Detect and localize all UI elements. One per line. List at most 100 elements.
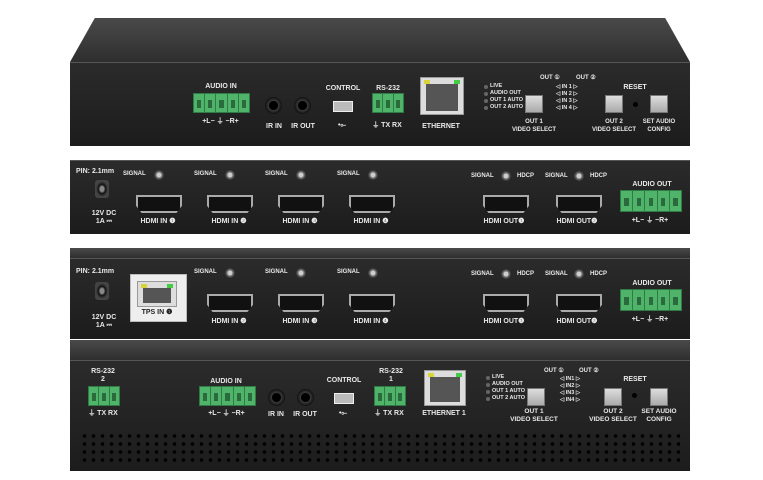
usb-port[interactable] [334, 393, 354, 404]
signal-led [501, 171, 511, 181]
ir-out-jack[interactable] [294, 97, 311, 114]
out1-video-select-button[interactable] [527, 388, 545, 406]
hdmi-in-3-port[interactable] [278, 195, 324, 213]
out2-label: OUT ② [579, 368, 599, 374]
hdcp-label: HDCP [517, 271, 535, 277]
ethernet-label: ETHERNET [422, 123, 460, 130]
out2-video-select-button[interactable] [604, 388, 622, 406]
usb-icon: •⟜ [337, 122, 347, 129]
signal-label: SIGNAL [545, 173, 568, 179]
signal-label: SIGNAL [337, 171, 360, 177]
set-audio-config-label: SET AUDIO CONFIG [641, 408, 677, 423]
rs232-1-label: RS-232 1 [379, 368, 403, 383]
audio-out-pins-label: +L− ⏚ −R+ [631, 217, 669, 224]
out1-video-select-button[interactable] [525, 95, 543, 113]
set-audio-config-button[interactable] [650, 95, 668, 113]
audio-in-label: AUDIO IN [205, 83, 237, 90]
signal-led [296, 268, 306, 278]
rs232-2-label: RS-232 2 [91, 368, 115, 383]
hdmi-in-3-port[interactable] [278, 294, 324, 312]
hdcp-label: HDCP [517, 173, 535, 179]
hdmi-in-2-label: HDMI IN ❷ [211, 318, 247, 325]
hdmi-in-1-port[interactable] [136, 195, 182, 213]
hdmi-out-2-port[interactable] [556, 195, 602, 213]
signal-led [574, 171, 584, 181]
signal-label: SIGNAL [265, 269, 288, 275]
signal-led [501, 269, 511, 279]
tps-in-port[interactable] [137, 281, 177, 307]
hdmi-in-4-port[interactable] [349, 294, 395, 312]
hdmi-out-2-label: HDMI OUT❷ [556, 218, 598, 225]
signal-label: SIGNAL [545, 271, 568, 277]
rs232-1-pins-label: ⏚ TX RX [374, 410, 404, 417]
ventilation-holes [80, 432, 680, 462]
signal-led [368, 170, 378, 180]
audio-out-label: AUDIO OUT [632, 181, 672, 188]
ir-out-label: IR OUT [293, 411, 317, 418]
signal-label: SIGNAL [337, 269, 360, 275]
control-label: CONTROL [326, 377, 362, 384]
signal-led [296, 170, 306, 180]
ethernet-1-label: ETHERNET 1 [422, 410, 466, 417]
hdmi-in-2-port[interactable] [207, 195, 253, 213]
rs232-2-terminal[interactable] [88, 386, 120, 406]
out1-video-select-label: OUT 1 VIDEO SELECT [511, 119, 556, 133]
reset-label: RESET [623, 84, 647, 91]
ir-out-label: IR OUT [291, 123, 315, 130]
signal-label: SIGNAL [194, 269, 217, 275]
hdmi-out-2-label: HDMI OUT❷ [556, 318, 598, 325]
out2-label: OUT ② [576, 75, 596, 81]
ethernet-port[interactable] [420, 77, 464, 115]
hdmi-out-1-label: HDMI OUT❶ [483, 318, 525, 325]
hdmi-in-3-label: HDMI IN ❸ [282, 318, 318, 325]
usb-port[interactable] [333, 101, 353, 112]
audio-out-terminal[interactable] [620, 289, 682, 311]
reset-button[interactable] [633, 102, 638, 107]
rs232-terminal[interactable] [372, 93, 404, 113]
ethernet-1-port[interactable] [424, 370, 466, 406]
hdmi-out-1-port[interactable] [483, 294, 529, 312]
hdmi-out-1-label: HDMI OUT❶ [483, 218, 525, 225]
out2-video-select-label: OUT 2 VIDEO SELECT [591, 119, 636, 133]
pin-label: PIN: 2.1mm [76, 168, 115, 175]
hdmi-in-4-port[interactable] [349, 195, 395, 213]
audio-in-terminal[interactable] [199, 386, 256, 406]
hdcp-label: HDCP [590, 173, 608, 179]
dc-power-jack[interactable] [95, 282, 109, 300]
unit3-top-lid [70, 248, 690, 258]
audio-out-terminal[interactable] [620, 190, 682, 212]
pin-label: PIN: 2.1mm [76, 268, 115, 275]
hdmi-out-1-port[interactable] [483, 195, 529, 213]
reset-button[interactable] [632, 393, 637, 398]
ir-in-label: IR IN [266, 123, 282, 130]
unit1-top-lid [70, 18, 690, 62]
rs232-1-terminal[interactable] [374, 386, 406, 406]
tps-in-port-housing: TPS IN ❶ [130, 274, 187, 322]
input-indicator-labels: ◁ IN 1 ▷◁ IN 2 ▷◁ IN 3 ▷◁ IN 4 ▷ [556, 84, 578, 111]
ir-in-jack[interactable] [268, 389, 285, 406]
signal-led [225, 170, 235, 180]
hdcp-label: HDCP [590, 271, 608, 277]
unit4-top-lid [70, 340, 690, 360]
hdmi-out-2-port[interactable] [556, 294, 602, 312]
ir-in-jack[interactable] [265, 97, 282, 114]
hdmi-in-3-label: HDMI IN ❸ [282, 218, 318, 225]
signal-led [154, 170, 164, 180]
usb-icon: •⟜ [338, 410, 348, 417]
out2-video-select-button[interactable] [605, 95, 623, 113]
audio-in-terminal[interactable] [193, 93, 250, 113]
dc-power-jack[interactable] [95, 180, 109, 198]
input-indicator-labels: ◁ IN1 ▷◁ IN2 ▷◁ IN3 ▷◁ IN4 ▷ [560, 376, 581, 403]
ir-out-jack[interactable] [297, 389, 314, 406]
hdmi-in-2-port[interactable] [207, 294, 253, 312]
set-audio-config-button[interactable] [650, 388, 668, 406]
rs232-label: RS-232 [376, 85, 400, 92]
signal-label: SIGNAL [471, 173, 494, 179]
audio-in-pins-label: +L− ⏚ −R+ [202, 118, 239, 125]
audio-out-label: AUDIO OUT [632, 280, 672, 287]
signal-label: SIGNAL [194, 171, 217, 177]
rs232-pins-label: ⏚ TX RX [372, 122, 402, 129]
out1-label: OUT ① [540, 75, 560, 81]
